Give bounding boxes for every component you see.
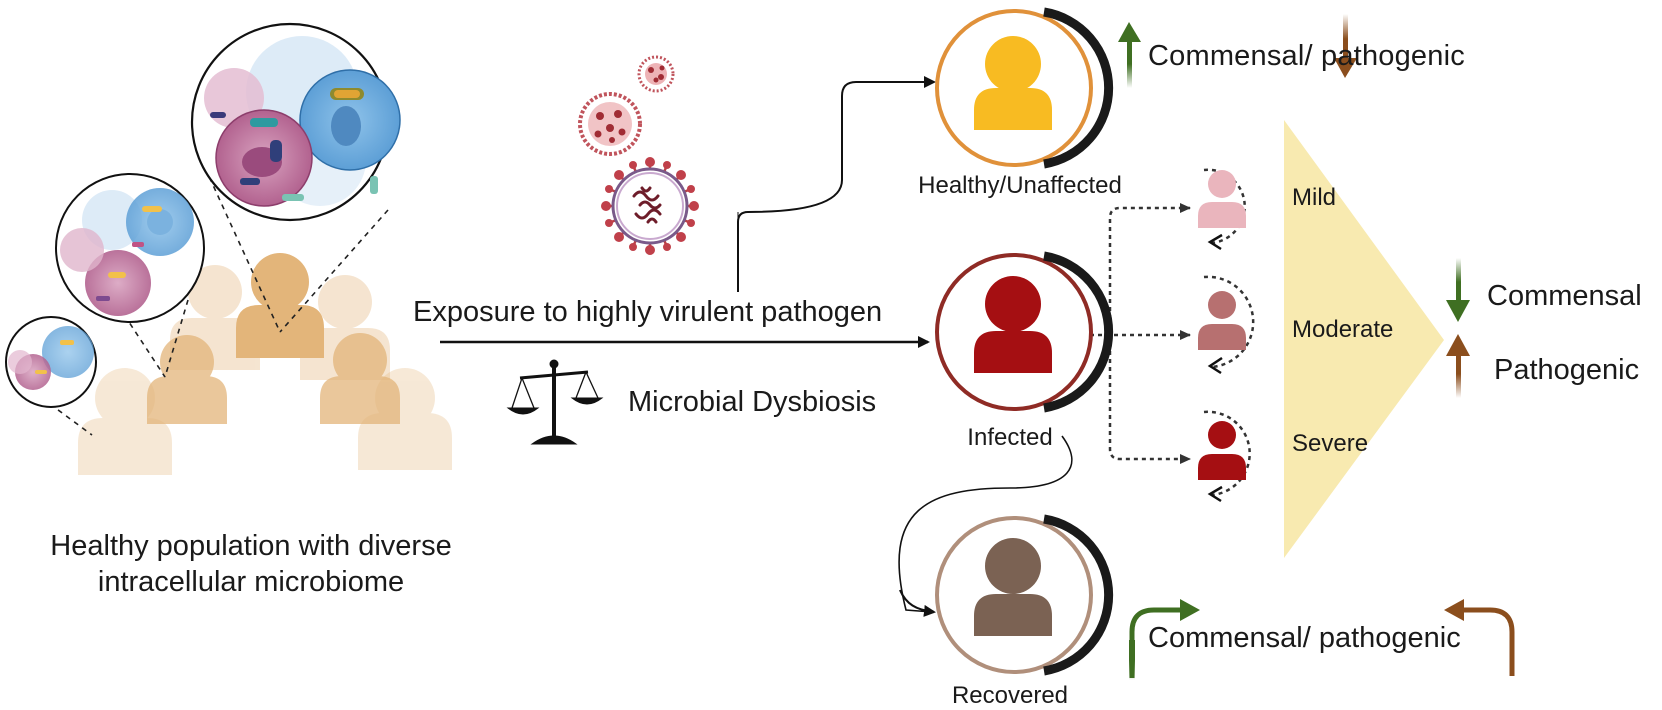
severity-triangle bbox=[1284, 120, 1444, 558]
dysbiosis-label: Microbial Dysbiosis bbox=[628, 386, 877, 418]
healthy-microbiome-note: Commensal/ pathogenic bbox=[1148, 40, 1465, 72]
severity-mild-label: Mild bbox=[1292, 184, 1337, 211]
arrow-up-icon bbox=[1446, 334, 1470, 398]
population-caption-line1: Healthy population with diverse bbox=[50, 530, 452, 562]
virus-icon bbox=[578, 92, 642, 156]
trend-pathogenic-label: Pathogenic bbox=[1494, 354, 1640, 386]
severity-severe-label: Severe bbox=[1292, 430, 1369, 457]
population-caption-line2: intracellular microbiome bbox=[97, 566, 405, 598]
person-icon bbox=[78, 368, 172, 475]
microbiome-magnifier-small bbox=[5, 316, 97, 408]
moderate-person-icon bbox=[1198, 275, 1255, 375]
healthy-label: Healthy/Unaffected bbox=[918, 172, 1122, 199]
curved-arrow-brown-icon bbox=[1444, 599, 1515, 676]
arrow-up-icon bbox=[1118, 22, 1141, 88]
recovered-branch-arrow bbox=[898, 435, 1073, 617]
arrow-down-icon bbox=[1446, 258, 1470, 322]
arrow-down-icon bbox=[1334, 14, 1357, 78]
healthy-population-group bbox=[5, 22, 452, 475]
recovered-label: Recovered bbox=[951, 682, 1069, 709]
person-icon bbox=[236, 253, 324, 358]
microbiome-magnifier-large bbox=[190, 22, 401, 222]
recovered-microbiome-note: Commensal/ pathogenic bbox=[1148, 622, 1461, 654]
healthy-person-icon bbox=[935, 7, 1114, 169]
recovered-person-icon bbox=[935, 514, 1114, 676]
infected-label: Infected bbox=[967, 424, 1053, 451]
virus-icon bbox=[601, 157, 699, 255]
microbiome-magnifier-medium bbox=[55, 173, 205, 323]
mild-person-icon bbox=[1198, 168, 1246, 251]
trend-commensal-label: Commensal bbox=[1487, 280, 1642, 312]
virus-icon bbox=[637, 55, 675, 93]
person-icon bbox=[320, 333, 400, 424]
exposure-label: Exposure to highly virulent pathogen bbox=[413, 296, 883, 328]
healthy-branch-arrow bbox=[737, 76, 936, 292]
balance-scale-icon bbox=[506, 359, 604, 445]
severe-person-icon bbox=[1198, 410, 1251, 503]
infected-person-icon bbox=[935, 251, 1114, 413]
severity-moderate-label: Moderate bbox=[1292, 316, 1394, 343]
virus-icons bbox=[578, 55, 699, 255]
curved-arrow-green-icon bbox=[1129, 599, 1200, 680]
